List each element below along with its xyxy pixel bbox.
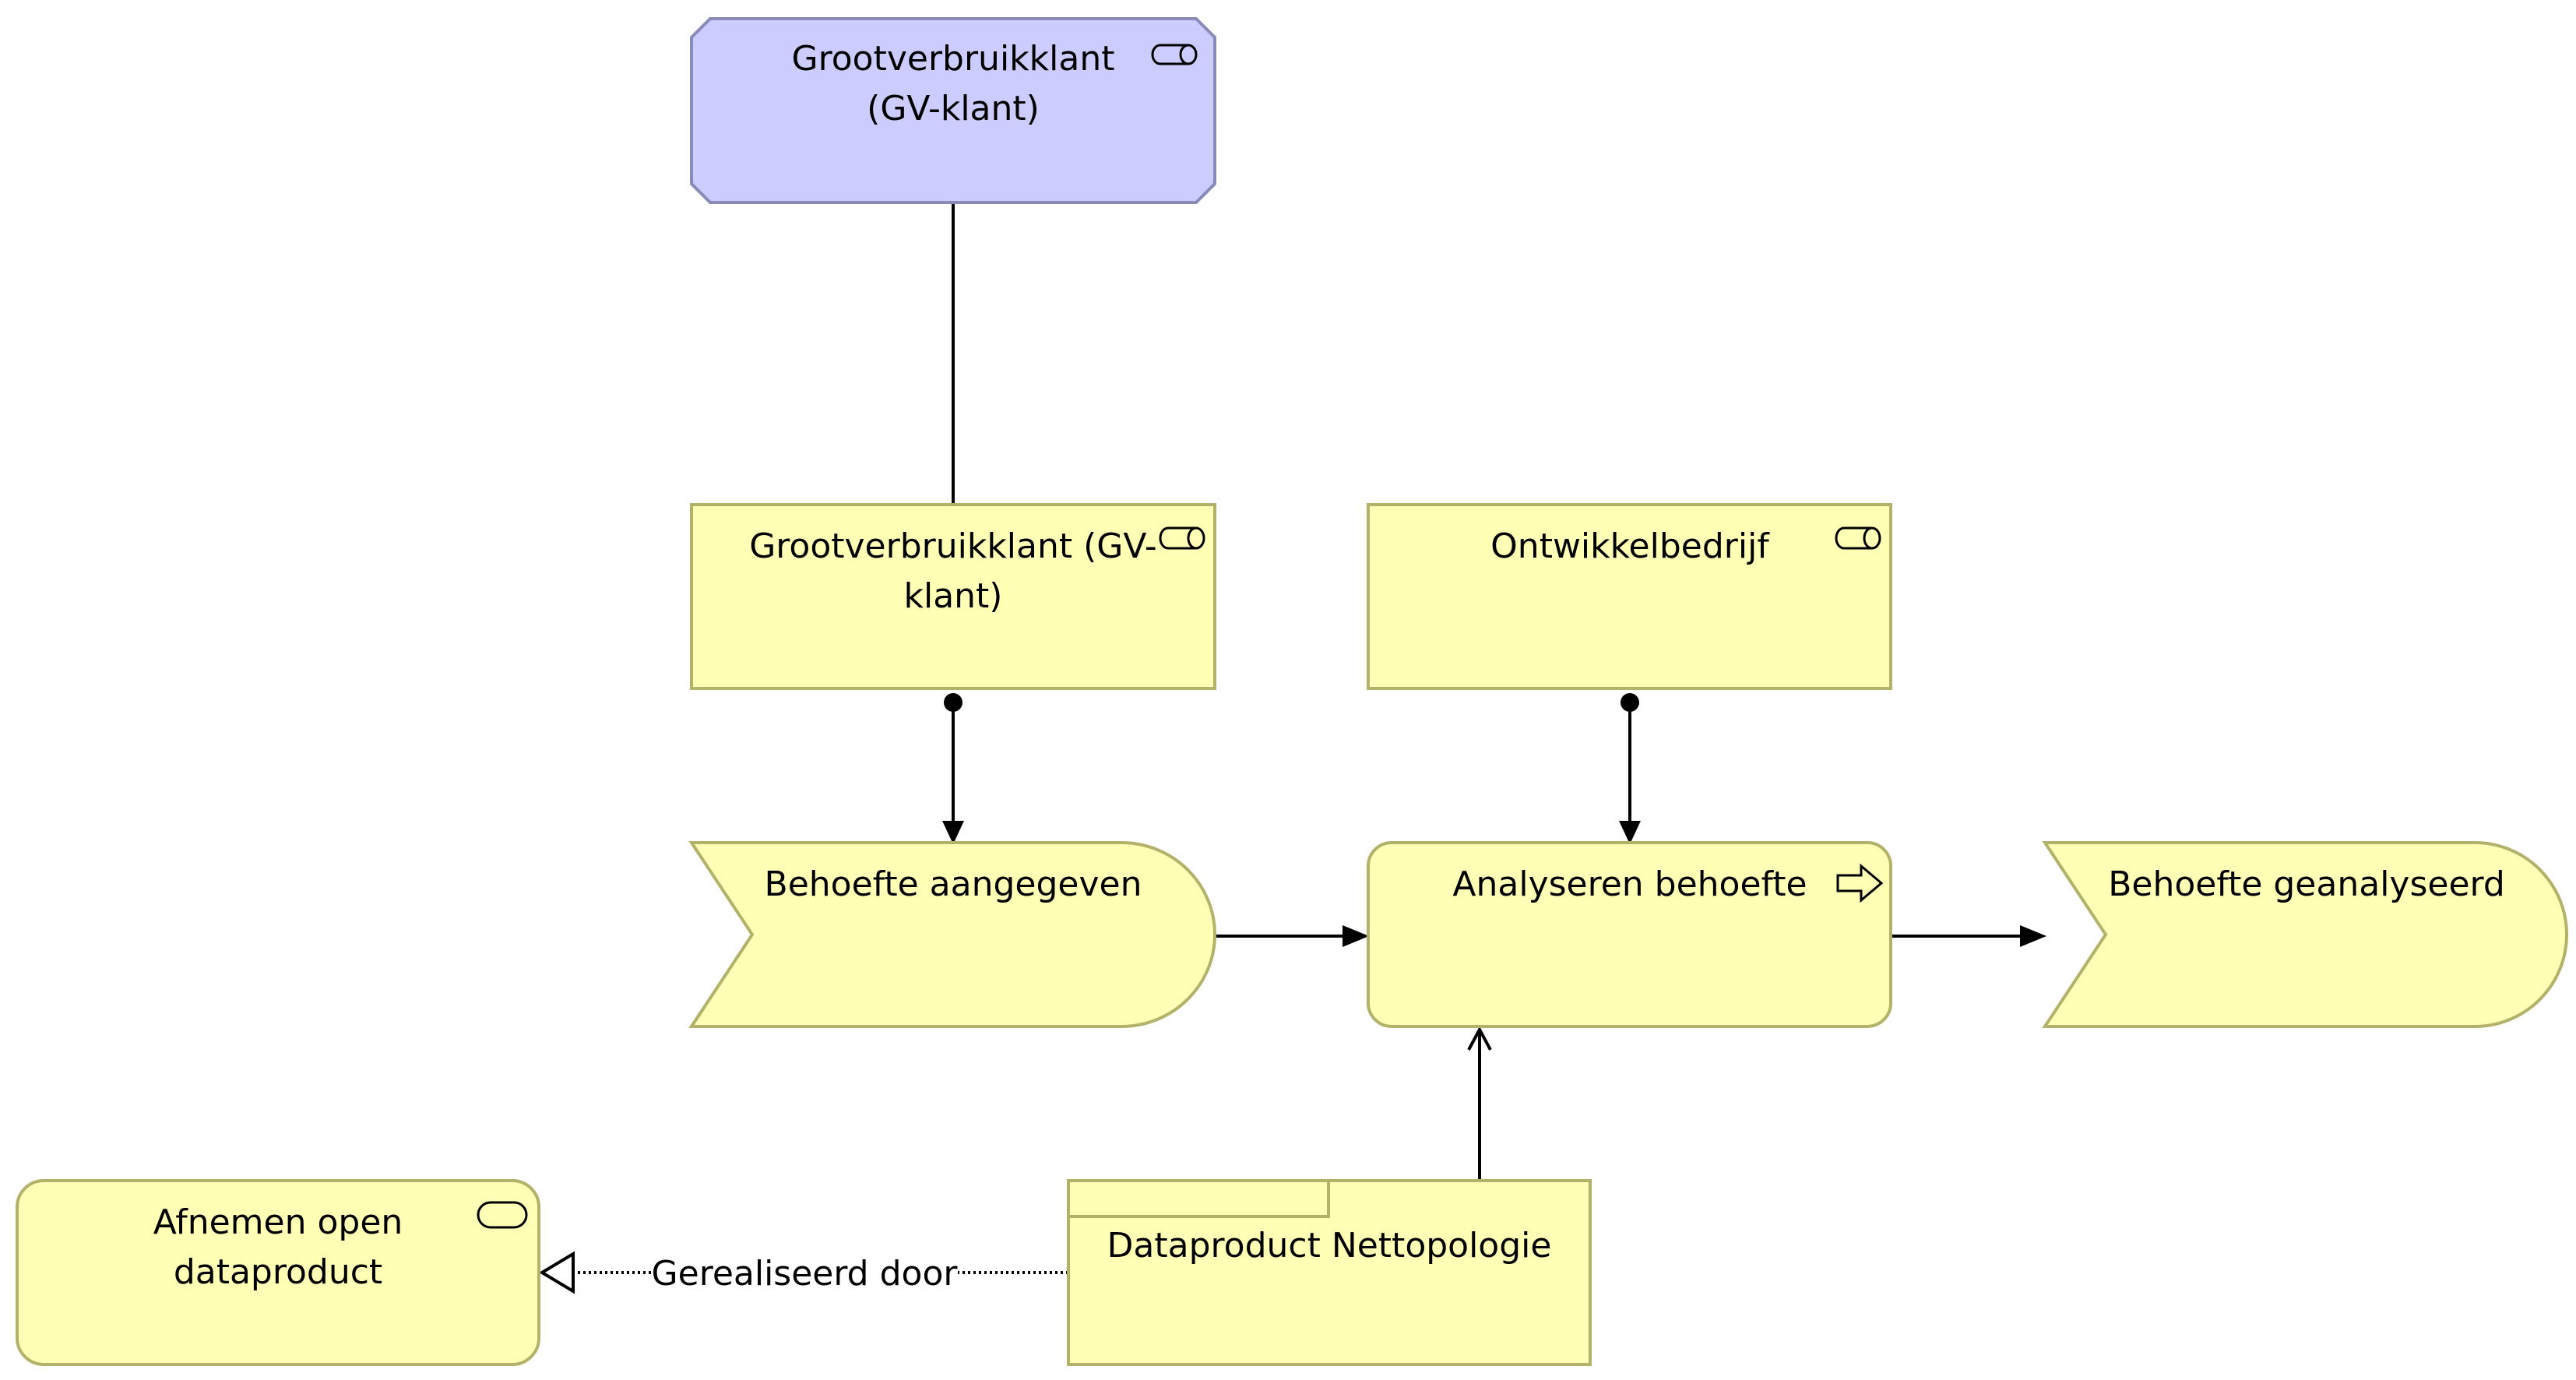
node-process-analyseren-behoefte[interactable]: Analyseren behoefte xyxy=(1367,841,1892,1028)
node-event-behoefte-aangegeven[interactable]: Behoefte aangegeven xyxy=(688,841,1216,1028)
node-label-line1: Dataproduct Nettopologie xyxy=(1107,1226,1552,1266)
edge-event-to-process[interactable] xyxy=(1215,925,1369,947)
node-event-behoefte-geanalyseerd[interactable]: Behoefte geanalyseerd xyxy=(2042,841,2568,1028)
node-business-role[interactable]: Grootverbruikklant (GV-klant) xyxy=(690,17,1216,204)
edge-actor-ontw-assignment[interactable] xyxy=(1619,693,1641,844)
node-label-line1: Grootverbruikklant xyxy=(792,39,1115,79)
node-label-line1: Afnemen open xyxy=(153,1202,403,1242)
node-label-line2: dataproduct xyxy=(174,1252,382,1292)
realization-label: Gerealiseerd door xyxy=(652,1254,959,1294)
product-tab xyxy=(1068,1181,1330,1218)
realization-triangle xyxy=(539,1251,575,1294)
node-label-line1: Behoefte geanalyseerd xyxy=(2108,864,2505,904)
node-actor-grootverbruikklant[interactable]: Grootverbruikklant (GV- klant) xyxy=(690,503,1216,690)
arrowhead xyxy=(1343,925,1369,947)
node-label-line2: (GV-klant) xyxy=(867,89,1040,128)
arrowhead xyxy=(1619,821,1641,844)
node-label-line1: Grootverbruikklant (GV- xyxy=(749,526,1157,566)
node-label-line1: Behoefte aangegeven xyxy=(765,864,1142,904)
edge-process-to-event[interactable] xyxy=(1891,925,2046,947)
arrowhead xyxy=(942,821,964,844)
edge-product-to-process[interactable] xyxy=(1467,1026,1492,1182)
edge-actor-gv-assignment[interactable] xyxy=(942,693,964,844)
role-icon xyxy=(1159,526,1205,550)
node-label-line1: Analyseren behoefte xyxy=(1452,864,1807,904)
role-icon xyxy=(1835,526,1881,550)
edge-realization[interactable]: Gerealiseerd door xyxy=(539,1251,1068,1294)
node-label-line1: Ontwikkelbedrijf xyxy=(1490,526,1770,566)
edges: Gerealiseerd door xyxy=(539,202,2046,1294)
process-arrow-icon xyxy=(1836,863,1884,903)
node-label-line2: klant) xyxy=(904,576,1003,616)
role-icon xyxy=(1151,44,1198,65)
arrowhead xyxy=(2020,925,2046,947)
node-actor-ontwikkelbedrijf[interactable]: Ontwikkelbedrijf xyxy=(1367,503,1892,690)
service-icon xyxy=(477,1201,528,1229)
arrowhead-open xyxy=(1467,1026,1492,1051)
node-service-afnemen-open-dataproduct[interactable]: Afnemen open dataproduct xyxy=(16,1179,540,1366)
node-product-dataproduct-nettopologie[interactable]: Dataproduct Nettopologie xyxy=(1067,1179,1592,1366)
